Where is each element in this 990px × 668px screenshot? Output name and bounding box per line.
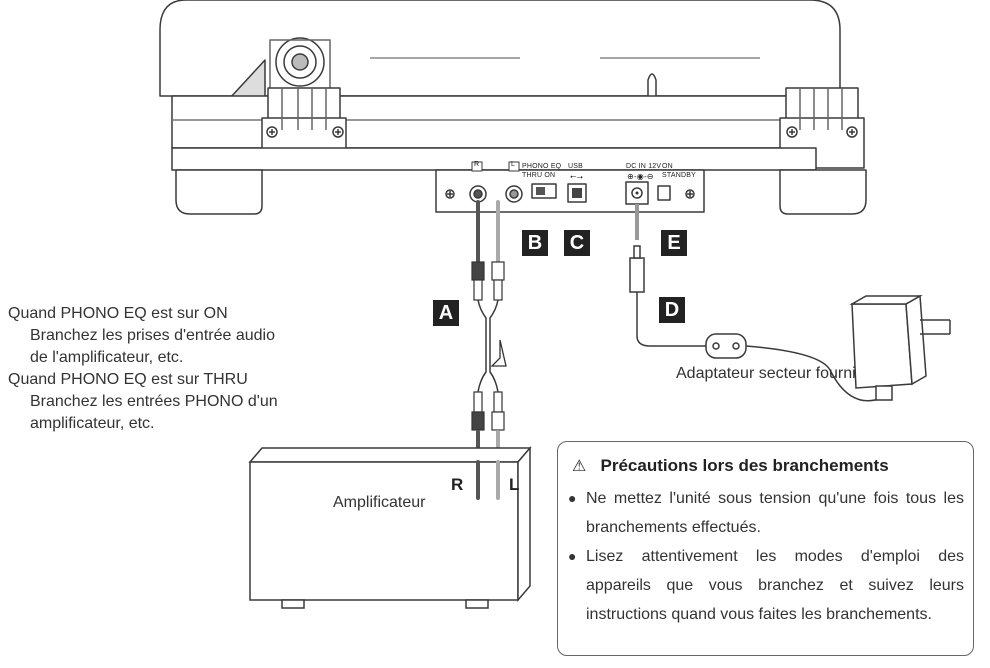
spindle bbox=[647, 73, 657, 96]
caution-item-text: Ne mettez l'unité sous tension qu'une fo… bbox=[586, 490, 964, 536]
rca-plugs-upper bbox=[471, 261, 505, 301]
amplifier bbox=[248, 445, 532, 609]
on-label: ON bbox=[662, 163, 673, 170]
caution-item-text: Lisez attentivement les modes d'emploi d… bbox=[586, 548, 964, 623]
note-on-heading: Quand PHONO EQ est sur ON bbox=[8, 305, 228, 322]
adapter-label: Adaptateur secteur fourni bbox=[676, 365, 856, 382]
turntable-base bbox=[171, 147, 817, 171]
usb-label: USB bbox=[568, 163, 583, 170]
caution-title-text: Précautions lors des branchements bbox=[600, 456, 889, 475]
ac-adapter bbox=[849, 294, 951, 401]
amplifier-label: Amplificateur bbox=[333, 494, 426, 511]
note-thru-heading: Quand PHONO EQ est sur THRU bbox=[8, 371, 248, 388]
standby-button bbox=[657, 185, 671, 201]
amp-label-r: R bbox=[451, 475, 464, 494]
callout-d: D bbox=[659, 297, 685, 323]
dc-in-label: DC IN 12V bbox=[626, 163, 662, 170]
note-on-line2: de l'amplificateur, etc. bbox=[30, 349, 184, 366]
phono-eq-label: PHONO EQ bbox=[522, 163, 562, 170]
callout-a: A bbox=[433, 300, 459, 326]
left-foot bbox=[175, 169, 263, 215]
note-on-line1: Branchez les prises d'entrée audio bbox=[30, 327, 275, 344]
caution-box: ⚠ Précautions lors des branchements ● Ne … bbox=[557, 441, 974, 656]
rca-plugs-lower bbox=[471, 391, 505, 431]
note-thru-line2: amplificateur, etc. bbox=[30, 415, 155, 432]
phono-eq-notes: Quand PHONO EQ est sur ON Branchez les p… bbox=[8, 303, 278, 435]
warning-icon: ⚠ bbox=[572, 458, 587, 475]
callout-e: E bbox=[661, 230, 687, 256]
caution-title: ⚠ Précautions lors des branchements bbox=[572, 456, 889, 476]
caution-list: ● Ne mettez l'unité sous tension qu'une f… bbox=[566, 484, 964, 629]
rca-cable-body bbox=[477, 299, 499, 393]
note-thru-line1: Branchez les entrées PHONO d'un bbox=[30, 393, 278, 410]
thru-on-label: THRU ON bbox=[522, 172, 556, 179]
amp-label-l: L bbox=[509, 475, 520, 494]
jack-label-r: R bbox=[474, 161, 480, 168]
bullet-icon: ● bbox=[568, 490, 577, 506]
dc-cable bbox=[629, 204, 883, 402]
jack-label-l: L bbox=[511, 161, 516, 168]
polarity-icon: ⊕-◉-⊖ bbox=[627, 172, 654, 181]
callout-b: B bbox=[522, 230, 548, 256]
signal-direction-arrow bbox=[490, 339, 507, 367]
bullet-icon: ● bbox=[568, 548, 577, 564]
standby-label: STANDBY bbox=[662, 172, 696, 179]
right-foot bbox=[779, 169, 867, 215]
caution-item: ● Ne mettez l'unité sous tension qu'une f… bbox=[566, 484, 964, 542]
rca-cable-upper bbox=[476, 200, 500, 264]
usb-icon: ⭠⭢ bbox=[570, 172, 584, 181]
callout-c: C bbox=[564, 230, 590, 256]
tonearm-base bbox=[229, 37, 331, 99]
caution-item: ● Lisez attentivement les modes d'emploi … bbox=[566, 542, 964, 629]
